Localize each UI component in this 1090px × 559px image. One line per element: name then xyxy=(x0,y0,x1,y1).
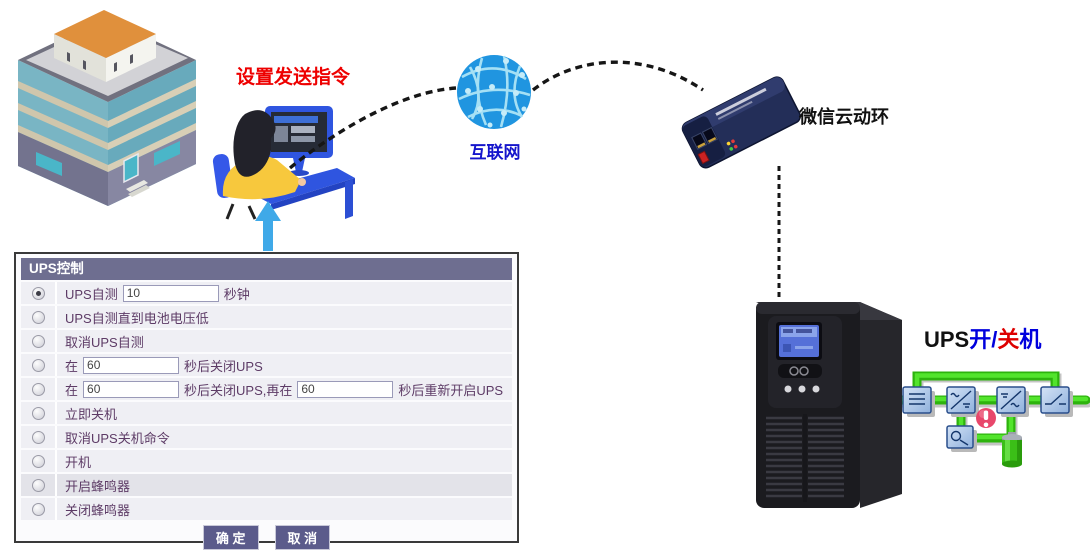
converter-boxes xyxy=(902,386,1073,452)
option-row-cancel-self-test: 取消UPS自测 xyxy=(21,330,512,352)
office-building-illustration xyxy=(18,10,196,206)
radio-buzzer-off[interactable] xyxy=(31,502,45,516)
ups-switch-on: 开 xyxy=(969,327,992,352)
option-row-buzzer-off: 关闭蜂鸣器 xyxy=(21,498,512,520)
option-row-power-on: 开机 xyxy=(21,450,512,472)
radio-cancel-shutdown[interactable] xyxy=(31,430,45,444)
operator-at-computer-illustration xyxy=(212,106,355,220)
option-label: 开机 xyxy=(65,454,92,470)
option-suffix: 秒钟 xyxy=(223,286,250,302)
send-command-label: 设置发送指令 xyxy=(236,67,351,88)
cancel-button[interactable]: 取 消 xyxy=(274,525,331,550)
radio-power-on[interactable] xyxy=(31,454,45,468)
option-row-shutdown-now: 立即关机 xyxy=(21,402,512,424)
option-prefix: 在 xyxy=(65,358,79,374)
option-label: UPS自测直到电池电压低 xyxy=(65,310,209,326)
ups-switch-prefix: UPS xyxy=(924,327,970,352)
option-row-self-test-until-low: UPS自测直到电池电压低 xyxy=(21,306,512,328)
ups-switch-slash: / xyxy=(991,327,998,352)
option-row-shutdown-after: 在 秒后关闭UPS xyxy=(21,354,512,376)
option-label: 立即关机 xyxy=(65,406,118,422)
ups-control-panel: UPS控制 UPS自测 秒钟 UPS自测直到电池电压低 取消UPS自测 在 秒后… xyxy=(14,252,519,550)
panel-title: UPS控制 xyxy=(21,258,512,280)
self-test-seconds-input[interactable] xyxy=(122,284,219,302)
option-prefix: 在 xyxy=(65,382,79,398)
gateway-label: 微信云动环 xyxy=(799,107,889,127)
battery-icon xyxy=(1002,432,1022,468)
alert-exclamation-icon xyxy=(976,408,996,428)
radio-shutdown-restart[interactable] xyxy=(31,382,45,396)
radio-self-test-until-low[interactable] xyxy=(31,310,45,324)
option-row-shutdown-restart: 在 秒后关闭UPS,再在 秒后重新开启UPS xyxy=(21,378,512,400)
radio-shutdown-now[interactable] xyxy=(31,406,45,420)
option-label: 开启蜂鸣器 xyxy=(65,478,131,494)
shutdown-restart-on-input[interactable] xyxy=(297,380,394,398)
option-label: 关闭蜂鸣器 xyxy=(65,502,131,518)
option-label: UPS自测 xyxy=(65,286,118,302)
ups-power-flow-diagram xyxy=(876,371,1090,468)
option-row-buzzer-on: 开启蜂鸣器 xyxy=(21,474,512,496)
ups-switch-label: UPS开/关机 xyxy=(924,322,1041,354)
radio-self-test[interactable] xyxy=(31,286,45,300)
internet-globe-icon xyxy=(457,55,531,129)
option-suffix: 秒后重新开启UPS xyxy=(398,382,504,398)
ups-tower-device xyxy=(756,302,902,508)
ups-switch-off: 关 xyxy=(997,327,1020,352)
ok-button[interactable]: 确 定 xyxy=(202,525,259,550)
radio-cancel-self-test[interactable] xyxy=(31,334,45,348)
option-row-cancel-shutdown: 取消UPS关机命令 xyxy=(21,426,512,448)
option-label: 取消UPS关机命令 xyxy=(65,430,170,446)
ups-switch-suffix: 机 xyxy=(1019,327,1042,352)
internet-label: 互联网 xyxy=(469,143,521,162)
option-suffix: 秒后关闭UPS xyxy=(184,358,263,374)
option-row-self-test: UPS自测 秒钟 xyxy=(21,282,512,304)
radio-buzzer-on[interactable] xyxy=(31,478,45,492)
radio-shutdown-after[interactable] xyxy=(31,358,45,372)
option-mid: 秒后关闭UPS,再在 xyxy=(184,382,293,398)
option-label: 取消UPS自测 xyxy=(65,334,144,350)
network-gateway-device xyxy=(681,76,801,169)
dotted-link-internet-gateway xyxy=(531,60,704,92)
shutdown-restart-off-input[interactable] xyxy=(83,380,180,398)
shutdown-seconds-input[interactable] xyxy=(83,356,180,374)
